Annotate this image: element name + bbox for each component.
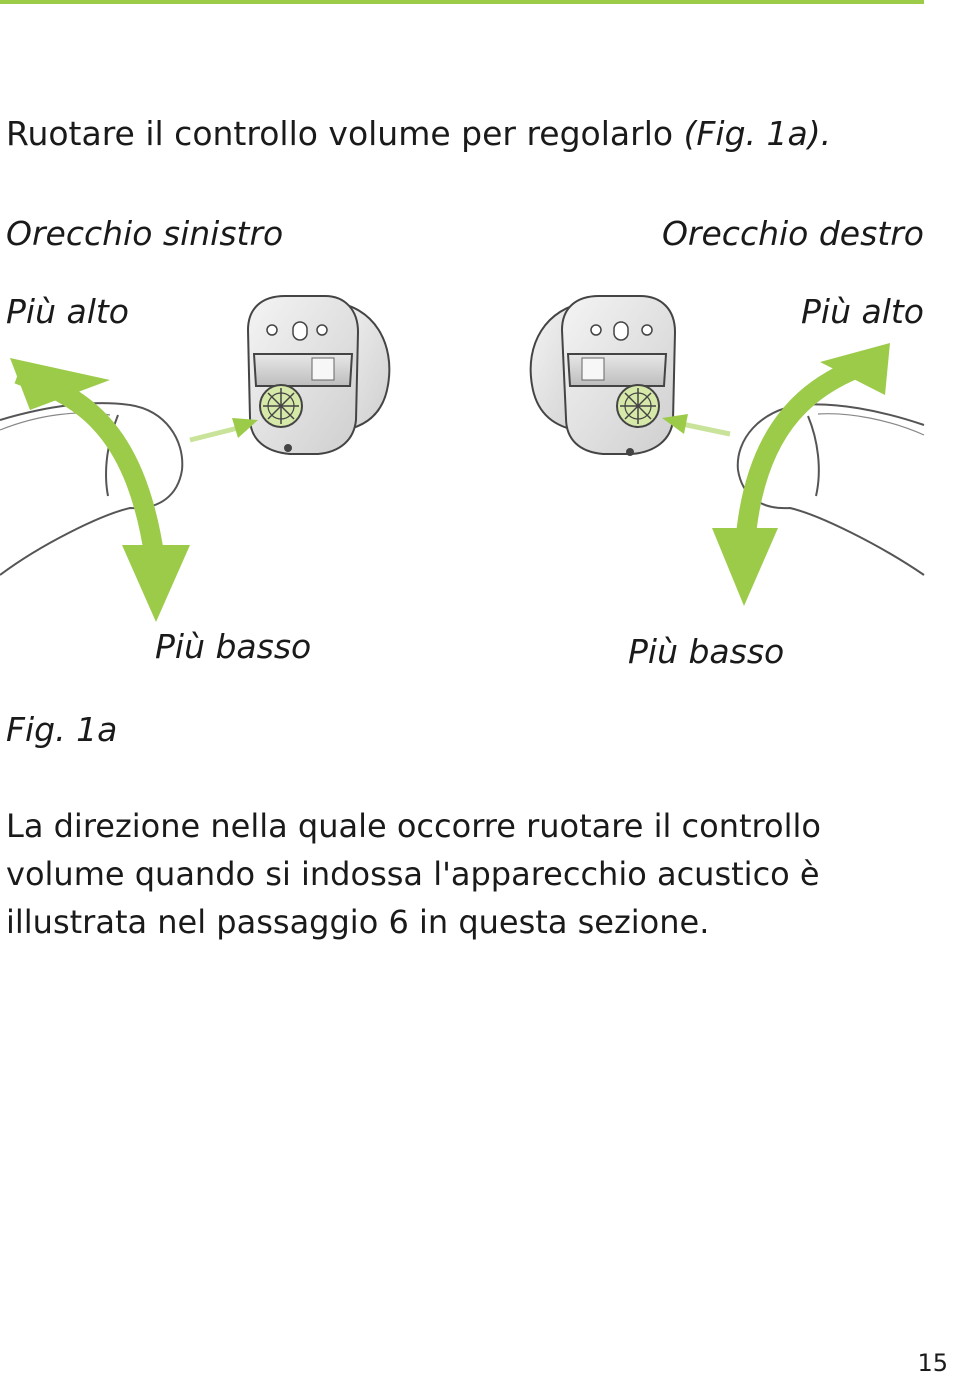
body-line: volume quando si indossa l'apparecchio a…: [6, 855, 820, 893]
body-paragraph: La direzione nella quale occorre ruotare…: [6, 802, 906, 946]
left-pointer-arrow: [189, 418, 258, 443]
right-quieter-label: Più basso: [628, 632, 785, 671]
right-finger-icon: [736, 403, 925, 576]
intro-text: Ruotare il controllo volume per regolarl…: [6, 114, 684, 153]
hearing-aid-illustration: [0, 295, 925, 622]
left-finger-icon: [0, 402, 184, 576]
page-number: 15: [917, 1349, 948, 1377]
figure-caption: Fig. 1a: [6, 710, 118, 749]
intro-figure-ref: (Fig. 1a).: [683, 114, 832, 153]
right-pointer-arrow: [662, 414, 731, 437]
body-line: La direzione nella quale occorre ruotare…: [6, 807, 821, 845]
right-louder-label: Più alto: [801, 292, 924, 331]
left-rotation-arrow: [10, 358, 190, 622]
body-line: illustrata nel passaggio 6 in questa sez…: [6, 903, 710, 941]
left-quieter-label: Più basso: [155, 627, 312, 666]
left-ear-label: Orecchio sinistro: [6, 214, 284, 253]
right-hearing-aid: [529, 295, 677, 456]
left-louder-label: Più alto: [6, 292, 129, 331]
intro-paragraph: Ruotare il controllo volume per regolarl…: [6, 112, 831, 156]
top-rule: [0, 0, 924, 4]
left-hearing-aid: [246, 295, 391, 455]
right-ear-label: Orecchio destro: [661, 214, 924, 253]
right-rotation-arrow: [712, 343, 890, 606]
